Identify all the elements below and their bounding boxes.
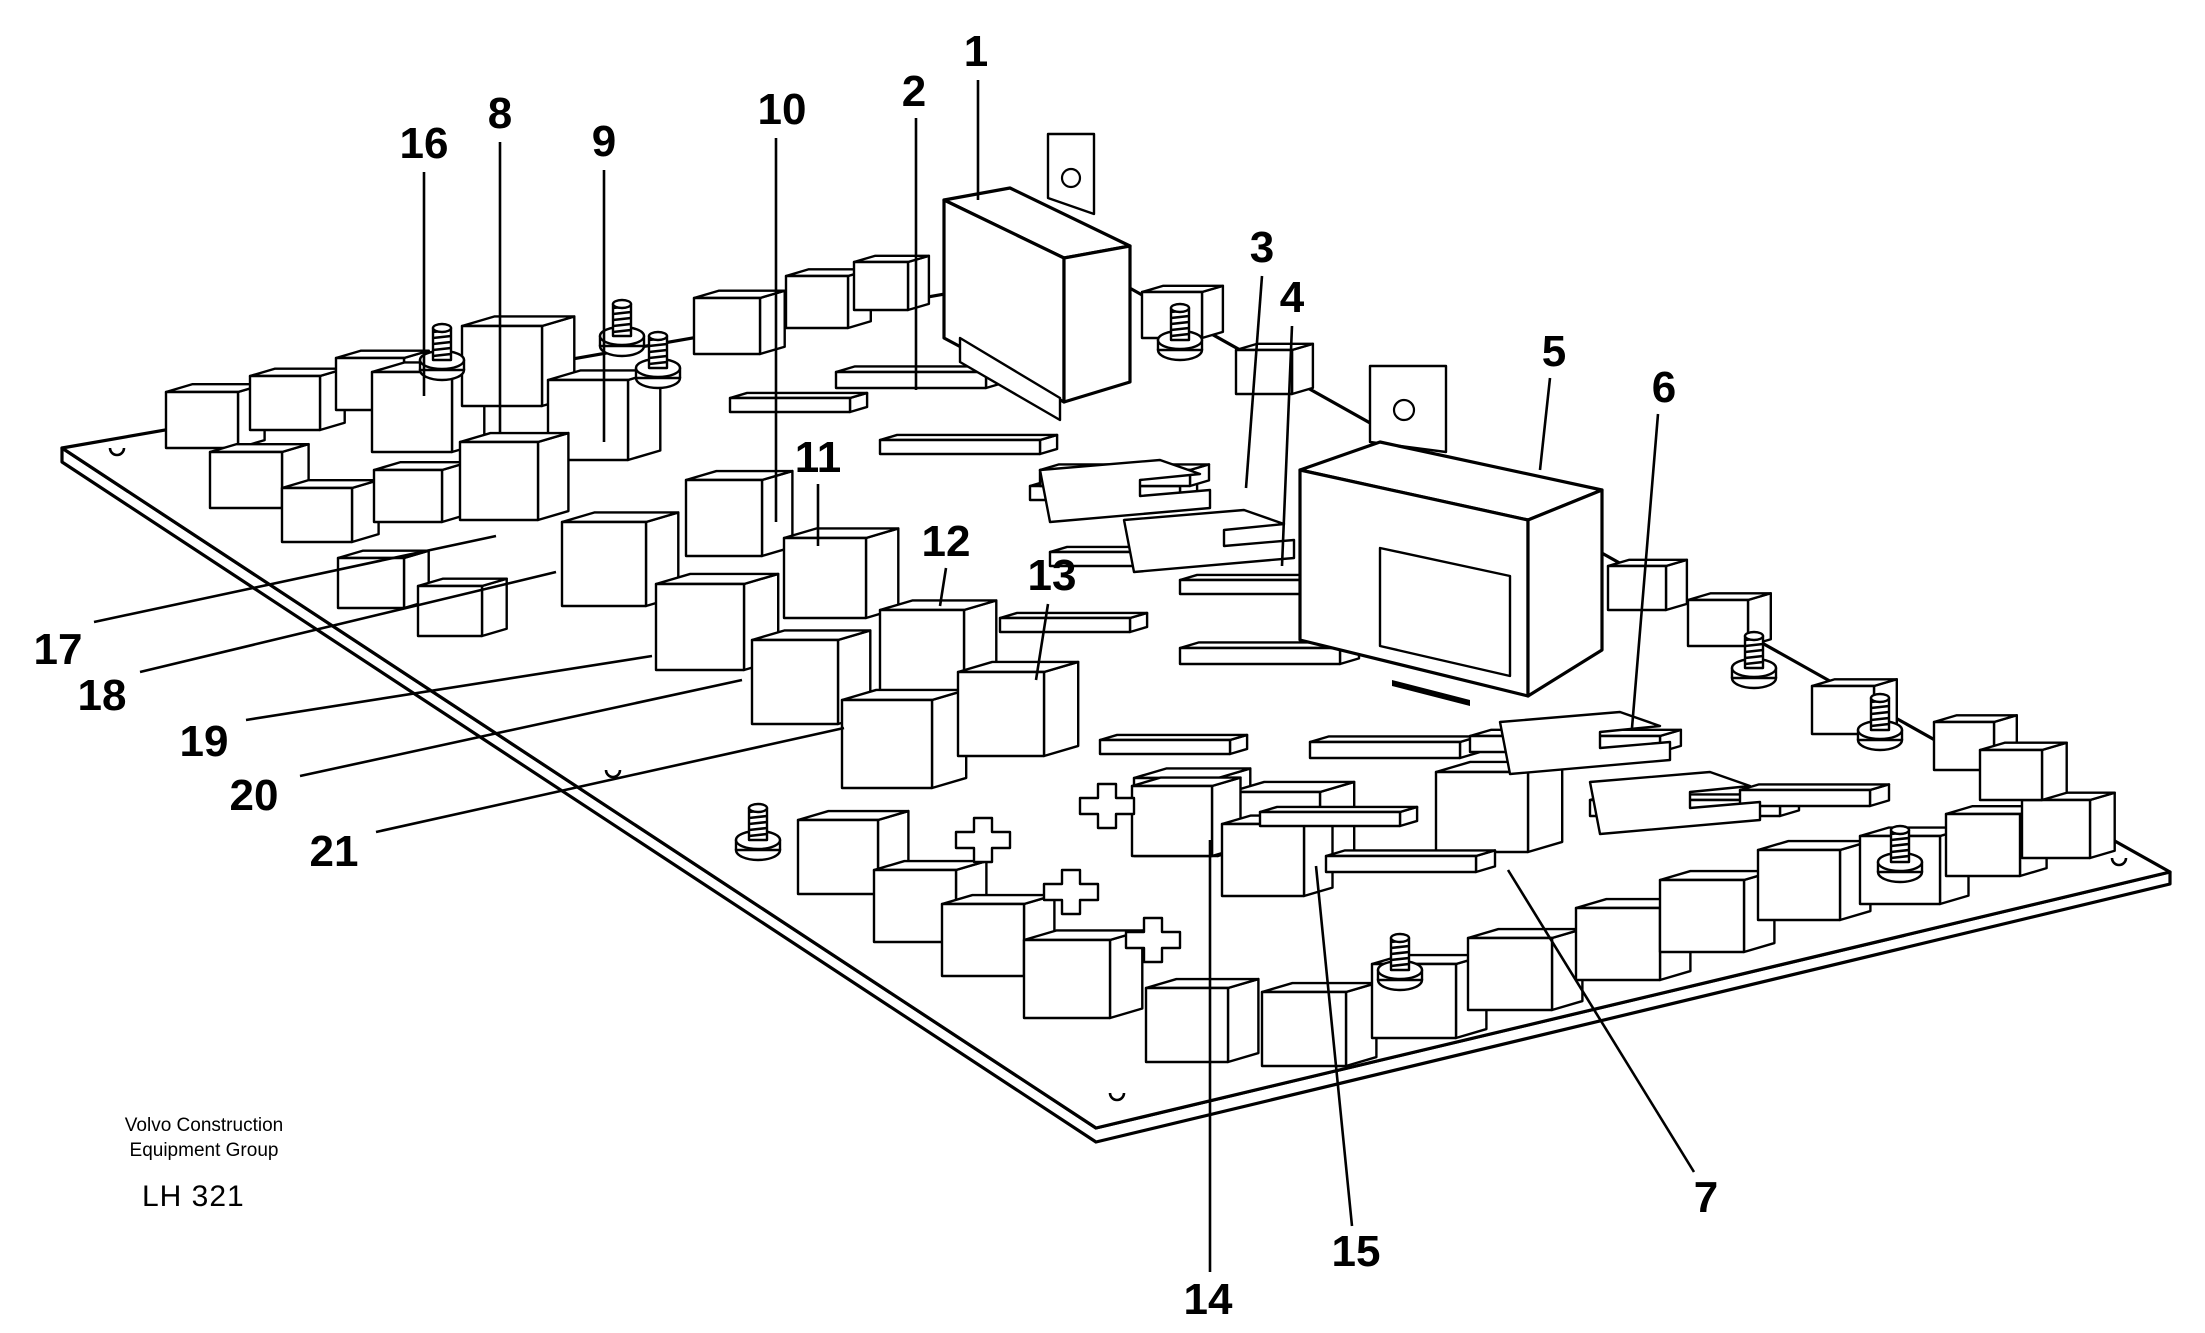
- callout-label-13: 13: [1028, 551, 1077, 600]
- leader-line-4: [1280, 325, 1294, 567]
- fuse-strip-5: [1178, 573, 1319, 596]
- terminal-stud-5: [1730, 630, 1778, 690]
- cross-jumper-a: [954, 816, 1012, 864]
- terminal-stud-2: [598, 298, 646, 358]
- relay-block-44: [1686, 592, 1773, 648]
- l-connector-d: [1588, 770, 1762, 836]
- leader-line-20: [299, 678, 743, 778]
- cross-jumper-c: [1124, 916, 1182, 964]
- terminal-studs: [418, 298, 1924, 992]
- relay-block-17: [458, 431, 570, 522]
- cross-jumper-d: [1078, 782, 1136, 830]
- callout-label-21: 21: [310, 827, 359, 876]
- leader-line-17: [93, 534, 497, 624]
- leader-line-3: [1244, 275, 1264, 489]
- relay-block-35: [1466, 927, 1584, 1012]
- relay-block-8: [1234, 342, 1315, 396]
- fuse-strip-14: [1324, 849, 1497, 874]
- relay-block-45: [1606, 558, 1689, 612]
- terminal-stud-8: [734, 802, 782, 862]
- callout-label-17: 17: [34, 625, 83, 674]
- leader-lines: [93, 80, 1696, 1272]
- fuse-strip-3: [878, 433, 1059, 456]
- callout-label-19: 19: [180, 717, 229, 766]
- callout-label-14: 14: [1184, 1275, 1233, 1324]
- fuse-strip-12: [1098, 733, 1249, 756]
- leader-line-7: [1506, 869, 1696, 1173]
- relay-block-46: [1978, 741, 2068, 802]
- terminal-stud-6: [1856, 692, 1904, 752]
- callout-label-8: 8: [488, 89, 512, 138]
- relay-block-4: [692, 289, 786, 356]
- leader-line-15: [1314, 865, 1354, 1227]
- relay-block-25: [956, 660, 1080, 758]
- leader-line-6: [1630, 413, 1660, 729]
- fuse-strip-2: [728, 391, 869, 414]
- leader-line-13: [1034, 603, 1050, 681]
- callout-label-6: 6: [1652, 363, 1676, 412]
- fuse-strip-16: [998, 611, 1149, 634]
- terminal-stud-3: [634, 330, 682, 390]
- terminal-stud-1: [418, 322, 466, 382]
- drawing-code: LH 321: [142, 1180, 245, 1213]
- relay-block-1: [164, 382, 266, 450]
- fuse-strip-11: [1738, 783, 1891, 808]
- relay-block-48: [1130, 776, 1242, 858]
- terminal-stud-7: [1876, 824, 1924, 884]
- leader-line-19: [245, 654, 653, 722]
- relay-block-15: [460, 315, 576, 408]
- callout-label-16: 16: [400, 119, 449, 168]
- leader-line-5: [1538, 377, 1552, 471]
- cross-jumper-b: [1042, 868, 1100, 916]
- l-connector-a: [1038, 458, 1212, 524]
- relay-block-33: [1260, 981, 1378, 1068]
- company-name-line-1: Volvo Construction: [124, 1115, 284, 1136]
- relay-block-41: [2020, 791, 2116, 860]
- terminal-stud-9: [1376, 932, 1424, 992]
- leader-line-18: [139, 570, 557, 674]
- main-relay-1: [942, 132, 1132, 422]
- relay-block-12: [336, 549, 430, 610]
- relay-block-49: [1220, 814, 1334, 898]
- fuse-strip-13: [1258, 805, 1419, 828]
- l-connector-b: [1122, 508, 1296, 574]
- relay-block-13: [416, 577, 508, 638]
- callout-label-7: 7: [1694, 1173, 1718, 1222]
- callout-label-2: 2: [902, 67, 926, 116]
- main-relays: [942, 132, 1604, 706]
- callout-label-12: 12: [922, 517, 971, 566]
- leader-line-21: [375, 726, 845, 834]
- relay-block-18: [560, 511, 680, 608]
- company-name-line-2: Equipment Group: [129, 1140, 279, 1161]
- relay-block-16: [546, 369, 662, 462]
- callout-label-3: 3: [1250, 223, 1274, 272]
- relay-block-10: [280, 478, 380, 544]
- callout-label-9: 9: [592, 117, 616, 166]
- relay-block-38: [1756, 839, 1872, 922]
- callout-label-1: 1: [964, 27, 988, 76]
- callout-label-10: 10: [758, 85, 807, 134]
- relay-block-21: [782, 527, 900, 620]
- fuse-strip-8: [1308, 735, 1481, 760]
- relay-block-11: [372, 460, 470, 524]
- callout-label-15: 15: [1332, 1227, 1381, 1276]
- relay-block-6: [852, 254, 931, 312]
- callout-label-20: 20: [230, 771, 279, 820]
- relay-block-24: [840, 688, 968, 790]
- callout-label-4: 4: [1280, 273, 1305, 322]
- main-relay-5: [1298, 364, 1604, 706]
- callout-label-5: 5: [1542, 327, 1566, 376]
- relay-block-2: [248, 367, 346, 432]
- relay-block-31: [1022, 929, 1144, 1020]
- callout-label-18: 18: [78, 671, 127, 720]
- relay-block-32: [1144, 977, 1260, 1064]
- relay-block-47: [1434, 760, 1564, 854]
- leader-line-12: [938, 567, 948, 607]
- company-name: Volvo Construction Equipment Group: [84, 1113, 324, 1163]
- callout-label-11: 11: [795, 433, 842, 482]
- terminal-stud-4: [1156, 302, 1204, 362]
- board-components: [164, 254, 2116, 1068]
